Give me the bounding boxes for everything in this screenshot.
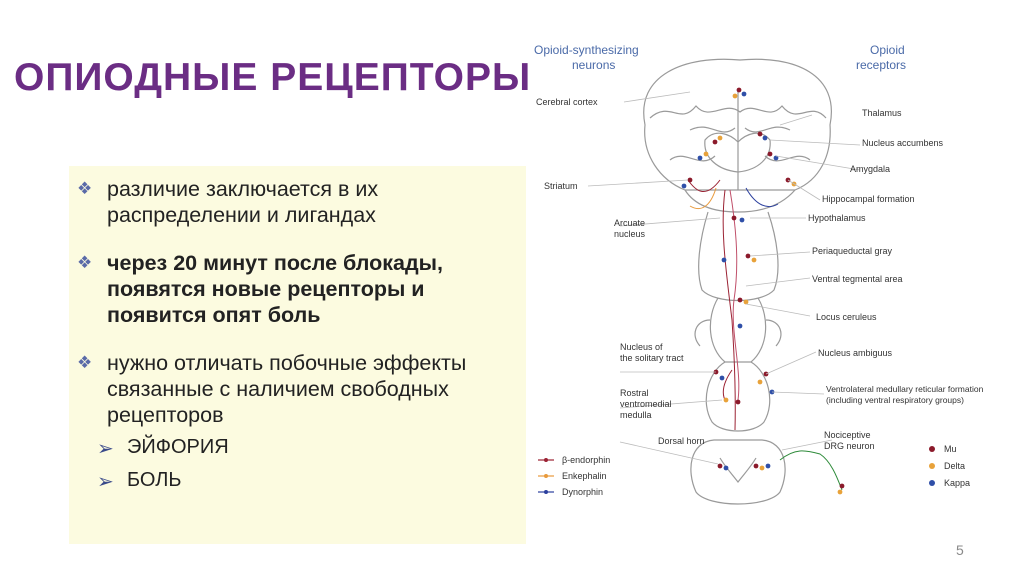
brain-outline — [643, 58, 832, 505]
label-ventrolateral-line1: Ventrolateral medullary reticular format… — [826, 384, 984, 394]
bullet-1: ❖ различие заключается в их распределени… — [77, 176, 507, 228]
page-number: 5 — [956, 542, 964, 558]
label-rostral-line2: ventromedial — [620, 399, 672, 409]
sub-bullet-2: ➢ БОЛЬ — [97, 469, 181, 494]
leader-lines — [587, 91, 861, 465]
right-heading-line2: receptors — [856, 58, 906, 72]
slide-title: ОПИОДНЫЕ РЕЦЕПТОРЫ — [14, 56, 532, 99]
bullet-text: различие заключается в их распределении … — [107, 177, 379, 227]
label-drg-line1: Nociceptive — [824, 430, 871, 440]
label-ventrolateral-line2: (including ventral respiratory groups) — [826, 395, 964, 405]
receptor-dots — [681, 87, 845, 495]
bullet-3: ❖ нужно отличать побочные эффекты связан… — [77, 350, 507, 428]
label-arcuate-line2: nucleus — [614, 229, 646, 239]
arrow-bullet-icon: ➢ — [97, 438, 114, 460]
legend-mu: Mu — [944, 444, 957, 454]
diamond-bullet-icon: ❖ — [77, 353, 93, 372]
text-box: ❖ различие заключается в их распределени… — [69, 166, 526, 544]
legend-enkephalin: Enkephalin — [562, 471, 607, 481]
legend-delta: Delta — [944, 461, 965, 471]
label-nucleus-ambiguus: Nucleus ambiguus — [818, 348, 893, 358]
label-vta: Ventral tegmental area — [812, 274, 903, 284]
right-labels: Thalamus Nucleus accumbens Amygdala Hipp… — [808, 108, 984, 451]
legend-kappa: Kappa — [944, 478, 970, 488]
label-arcuate-line1: Arcuate — [614, 218, 645, 228]
sub-bullet-text: ЭЙФОРИЯ — [127, 436, 229, 458]
label-hippocampal: Hippocampal formation — [822, 194, 915, 204]
label-striatum: Striatum — [544, 181, 578, 191]
label-cerebral-cortex: Cerebral cortex — [536, 97, 598, 107]
left-labels: Cerebral cortex Striatum Arcuate nucleus… — [536, 97, 705, 446]
bullet-2: ❖ через 20 минут после блокады, появятся… — [77, 250, 507, 328]
label-solitary-line1: Nucleus of — [620, 342, 663, 352]
arrow-bullet-icon: ➢ — [97, 471, 114, 493]
label-amygdala: Amygdala — [850, 164, 890, 174]
bullet-text: через 20 минут после блокады, появятся н… — [107, 251, 443, 327]
legend-dynorphin: Dynorphin — [562, 487, 603, 497]
legend-beta-endorphin: β-endorphin — [562, 455, 610, 465]
sub-bullet-1: ➢ ЭЙФОРИЯ — [97, 436, 229, 461]
opioid-diagram: Opioid-synthesizing neurons Opioid recep… — [534, 43, 984, 505]
label-nucleus-accumbens: Nucleus accumbens — [862, 138, 944, 148]
ligand-legend: β-endorphin Enkephalin Dynorphin — [538, 455, 610, 497]
label-hypothalamus: Hypothalamus — [808, 213, 866, 223]
label-rostral-line3: medulla — [620, 410, 652, 420]
diamond-bullet-icon: ❖ — [77, 179, 93, 198]
label-locus-ceruleus: Locus ceruleus — [816, 312, 877, 322]
label-dorsal-horn: Dorsal horn — [658, 436, 705, 446]
label-solitary-line2: the solitary tract — [620, 353, 684, 363]
label-drg-line2: DRG neuron — [824, 441, 875, 451]
bullet-text: нужно отличать побочные эффекты связанны… — [107, 351, 467, 427]
diamond-bullet-icon: ❖ — [77, 253, 93, 272]
label-rostral-line1: Rostral — [620, 388, 649, 398]
label-periaqueductal: Periaqueductal gray — [812, 246, 893, 256]
left-heading-line1: Opioid-synthesizing — [534, 43, 639, 57]
label-thalamus: Thalamus — [862, 108, 902, 118]
left-heading-line2: neurons — [572, 58, 615, 72]
sub-bullet-text: БОЛЬ — [127, 469, 182, 491]
right-heading-line1: Opioid — [870, 43, 905, 57]
receptor-legend: Mu Delta Kappa — [929, 444, 970, 488]
